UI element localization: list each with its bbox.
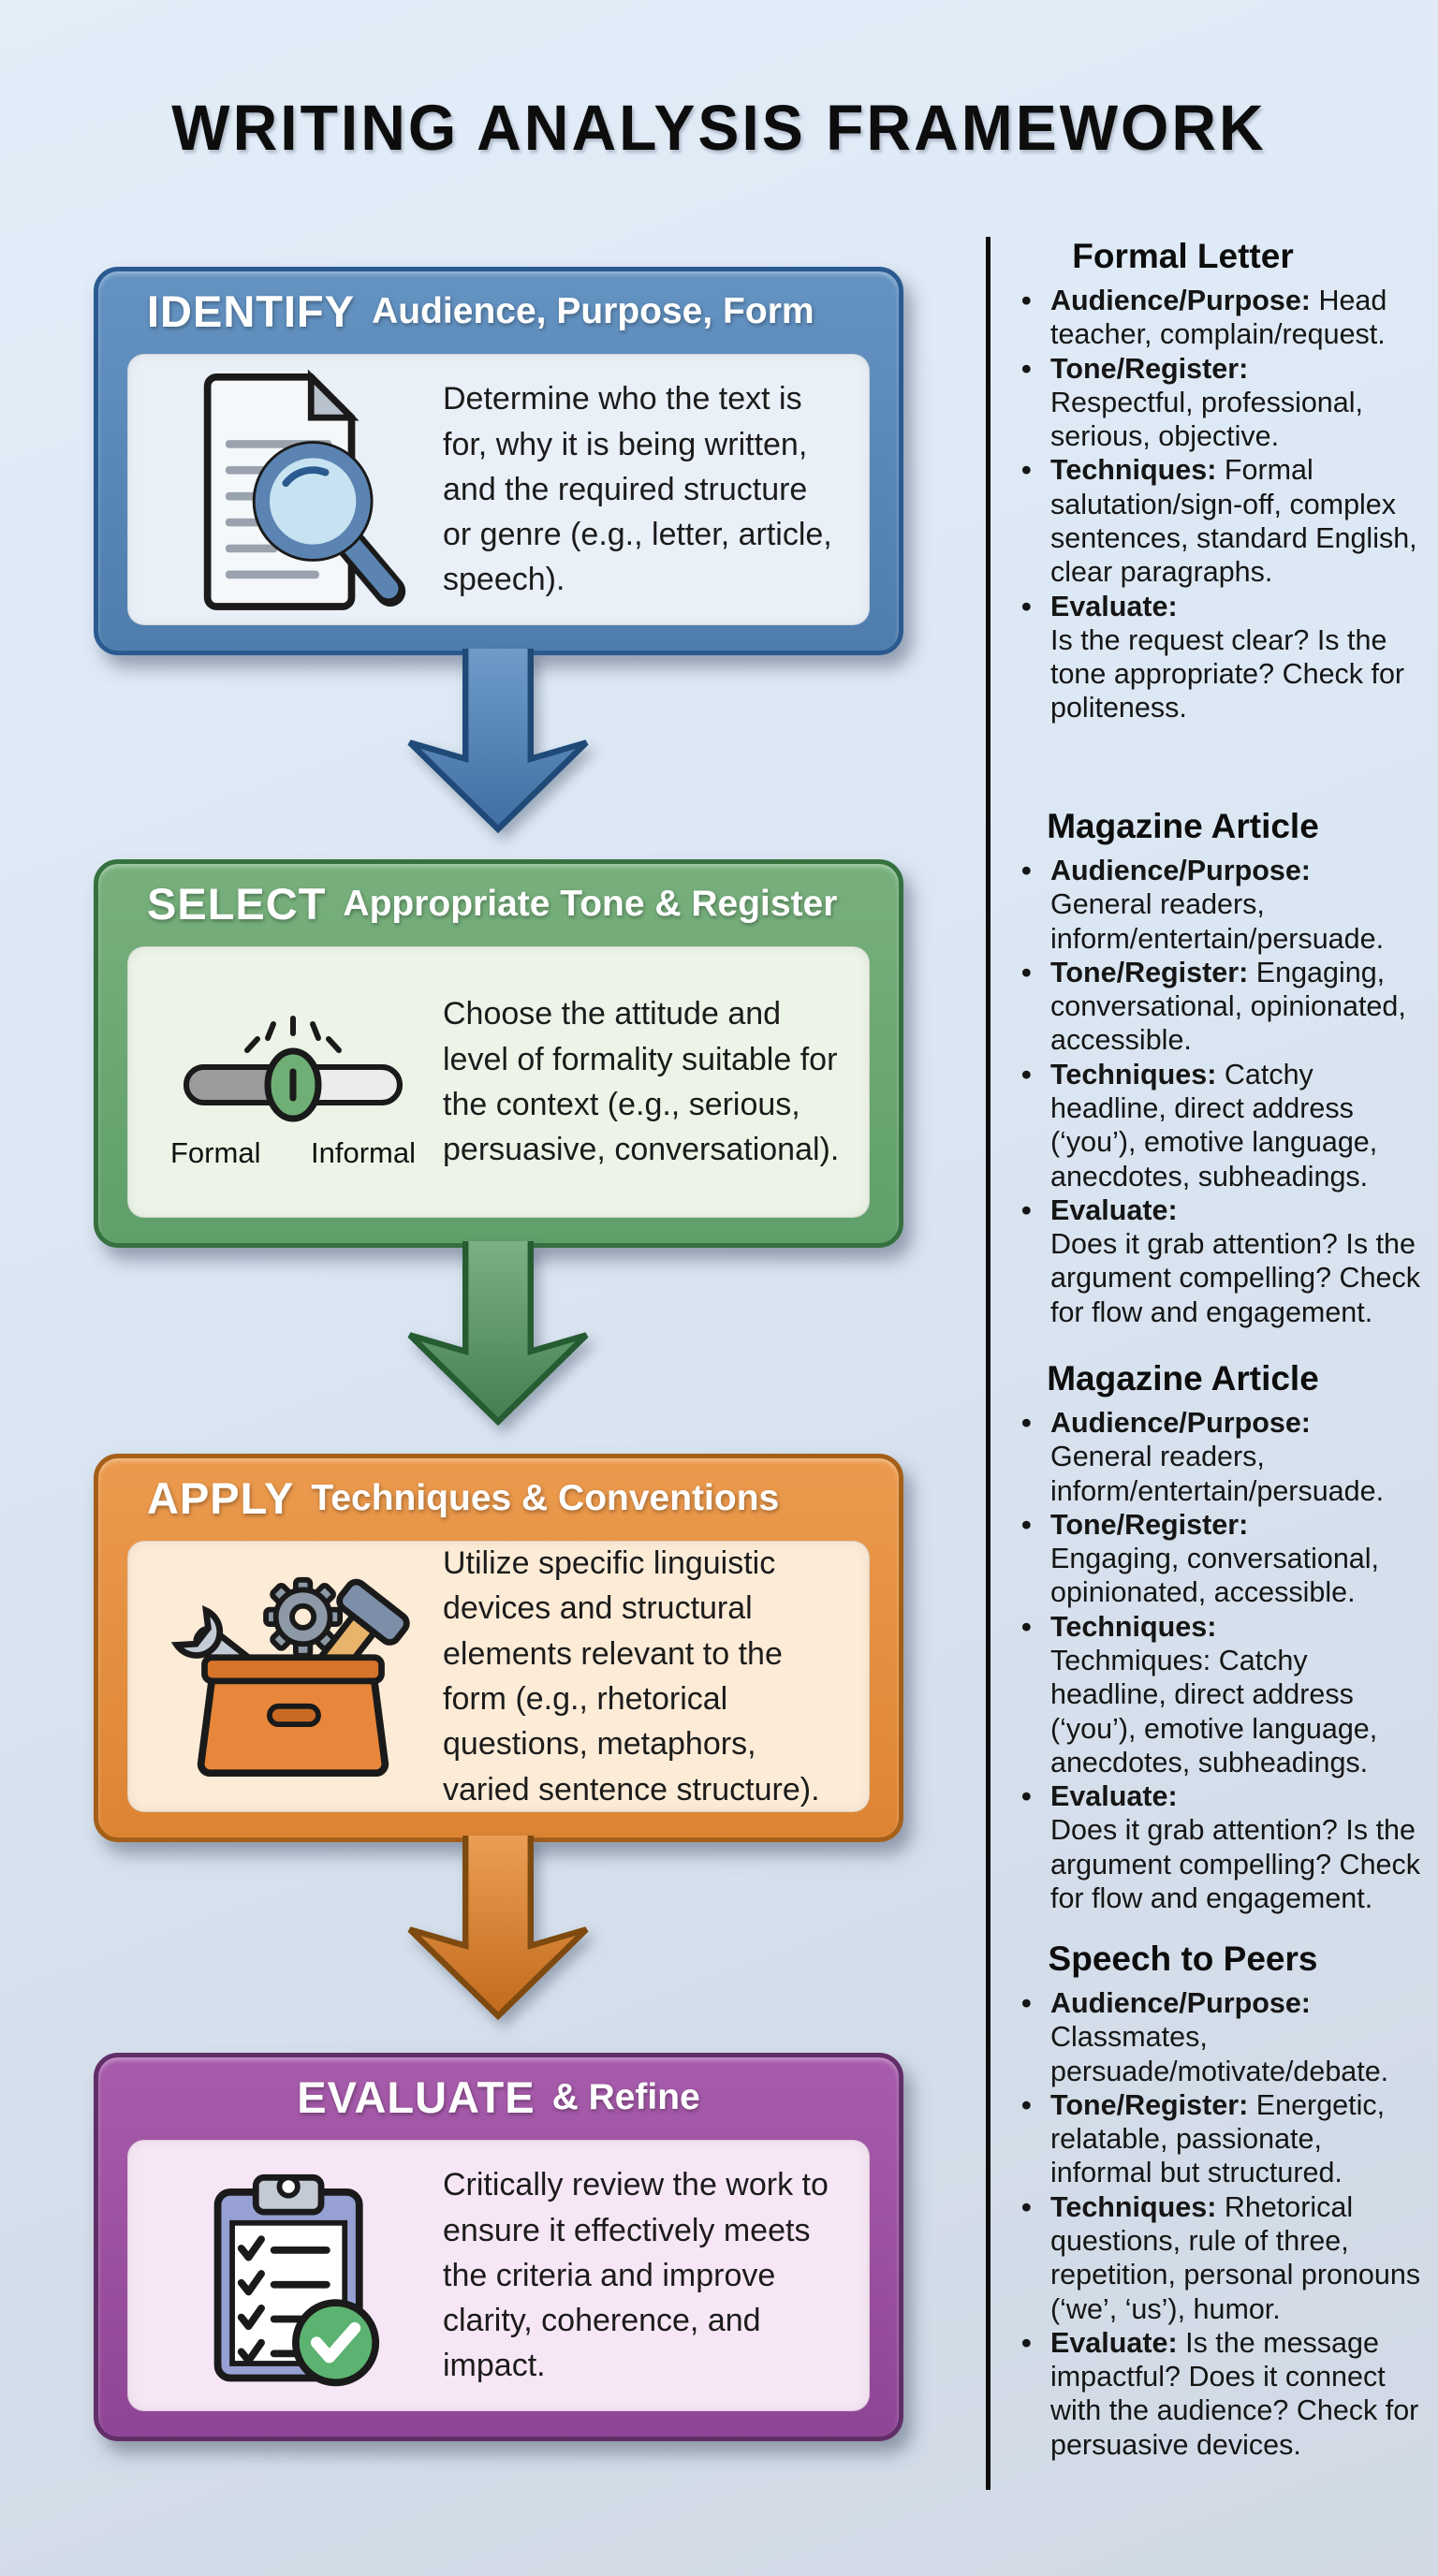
bullet-text: Energetic, relatable, passionate, inform… <box>1050 2088 1386 2189</box>
bullet-item: Techniques: Catchy headline, direct addr… <box>1017 1058 1429 1193</box>
bullet-item: Techniques: Rhetorical questions, rule o… <box>1017 2190 1429 2326</box>
bullet-text: Does it grab attention? Is the argument … <box>1050 1814 1421 1914</box>
bullet-label: Audience/Purpose: <box>1050 285 1311 316</box>
bullet-label: Evaluate: <box>1050 1193 1178 1226</box>
toggle-label-formal: Formal <box>170 1136 261 1169</box>
bullet-item: Audience/Purpose: General readers, infor… <box>1017 854 1429 956</box>
step-keyword: EVALUATE <box>297 2072 536 2122</box>
step-panel-evaluate: Critically review the work to ensure it … <box>127 2140 870 2411</box>
bullet-label: Audience/Purpose: <box>1050 1407 1311 1439</box>
toggle-labels: Formal Informal <box>170 1136 416 1170</box>
bullet-text: Does it grab attention? Is the argument … <box>1050 1228 1421 1328</box>
bullet-label: Audience/Purpose: <box>1050 1987 1311 2019</box>
bullet-item: Tone/Register: Respectful, professional,… <box>1017 352 1429 454</box>
bullet-label: Tone/Register: <box>1050 1508 1249 1541</box>
tone-toggle-icon: Formal Informal <box>153 994 433 1170</box>
step-box-identify: IDENTIFY Audience, Purpose, Form <box>94 267 903 655</box>
flow-arrow-down-blue <box>407 649 589 834</box>
toolbox-icon <box>153 1559 433 1793</box>
bullet-text: Rhetorical questions, rule of three, rep… <box>1050 2190 1421 2325</box>
step-subtitle: & Refine <box>551 2076 700 2117</box>
bullet-item: Techniques: Formal salutation/sign-off, … <box>1017 453 1429 589</box>
example-magazine-article-1: Magazine Article Audience/Purpose: Gener… <box>1017 807 1429 1329</box>
step-panel-select: Formal Informal Choose the attitude and … <box>127 946 870 1218</box>
bullet-label: Evaluate: <box>1050 590 1178 622</box>
bullet-text: Techmiques: Catchy headline, direct addr… <box>1050 1644 1378 1778</box>
step-subtitle: Appropriate Tone & Register <box>343 883 838 924</box>
document-magnifier-icon <box>153 364 433 615</box>
step-header-identify: IDENTIFY Audience, Purpose, Form <box>98 271 899 351</box>
bullet-text: General readers, inform/entertain/persua… <box>1050 1441 1385 1507</box>
bullet-item: Tone/Register: Engaging, conversational,… <box>1017 1508 1429 1610</box>
bullet-item: Audience/Purpose: Head teacher, complain… <box>1017 284 1429 352</box>
bullet-text: General readers, inform/entertain/persua… <box>1050 888 1385 955</box>
step-header-evaluate: EVALUATE & Refine <box>98 2057 899 2137</box>
example-formal-letter: Formal Letter Audience/Purpose: Head tea… <box>1017 237 1429 725</box>
bullet-item: Audience/Purpose: Classmates, persuade/m… <box>1017 1986 1429 2088</box>
flow-arrow-down-green <box>407 1241 589 1427</box>
bullet-label: Evaluate: <box>1050 1780 1178 1813</box>
step-description: Utilize specific linguistic devices and … <box>443 1545 820 1808</box>
bullet-label: Tone/Register: <box>1050 352 1249 385</box>
bullet-item: Evaluate: Is the request clear? Is the t… <box>1017 590 1429 725</box>
example-speech-to-peers: Speech to Peers Audience/Purpose: Classm… <box>1017 1939 1429 2462</box>
step-keyword: APPLY <box>147 1473 295 1523</box>
example-title: Magazine Article <box>1047 1359 1319 1398</box>
bullet-text: Classmates, persuade/motivate/debate. <box>1050 2021 1389 2087</box>
step-box-select: SELECT Appropriate Tone & Register For <box>94 859 903 1248</box>
bullet-label: Audience/Purpose: <box>1050 855 1311 886</box>
step-subtitle: Audience, Purpose, Form <box>372 290 814 331</box>
flow-arrow-down-orange <box>407 1836 589 2021</box>
bullet-label: Techniques: <box>1050 1058 1217 1090</box>
bullet-text: Head teacher, complain/request. <box>1050 285 1387 351</box>
step-subtitle: Techniques & Conventions <box>311 1477 780 1518</box>
step-box-evaluate: EVALUATE & Refine <box>94 2053 903 2441</box>
step-description: Choose the attitude and level of formali… <box>443 996 840 1168</box>
bullet-item: Techniques: Techmiques: Catchy headline,… <box>1017 1610 1429 1779</box>
bullet-item: Tone/Register: Engaging, conversational,… <box>1017 956 1429 1058</box>
bullet-label: Techniques: <box>1050 1610 1217 1643</box>
toggle-label-informal: Informal <box>311 1136 416 1169</box>
example-title: Speech to Peers <box>1048 1939 1318 1978</box>
step-keyword: IDENTIFY <box>147 286 356 336</box>
step-header-apply: APPLY Techniques & Conventions <box>98 1458 899 1538</box>
example-title: Formal Letter <box>1072 237 1294 275</box>
bullet-label: Tone/Register: <box>1050 2088 1249 2121</box>
bullet-text: Engaging, conversational, opinionated, a… <box>1050 1543 1379 1609</box>
example-magazine-article-2: Magazine Article Audience/Purpose: Gener… <box>1017 1359 1429 1915</box>
step-header-select: SELECT Appropriate Tone & Register <box>98 864 899 944</box>
vertical-divider <box>986 237 990 2490</box>
step-description: Determine who the text is for, why it is… <box>443 381 832 598</box>
bullet-label: Tone/Register: <box>1050 956 1249 988</box>
bullet-text: Formal salutation/sign-off, complex sent… <box>1050 454 1417 589</box>
bullet-label: Techniques: <box>1050 454 1217 487</box>
bullet-label: Techniques: <box>1050 2190 1217 2223</box>
bullet-item: Evaluate: Is the message impactful? Does… <box>1017 2326 1429 2462</box>
step-keyword: SELECT <box>147 879 327 929</box>
step-description: Critically review the work to ensure it … <box>443 2167 829 2384</box>
bullet-text: Is the message impactful? Does it connec… <box>1050 2326 1419 2461</box>
example-title: Magazine Article <box>1047 807 1319 845</box>
step-panel-apply: Utilize specific linguistic devices and … <box>127 1541 870 1812</box>
bullet-item: Tone/Register: Energetic, relatable, pas… <box>1017 2088 1429 2190</box>
bullet-item: Audience/Purpose: General readers, infor… <box>1017 1406 1429 1508</box>
bullet-item: Evaluate: Does it grab attention? Is the… <box>1017 1193 1429 1329</box>
bullet-text: Engaging, conversational, opinionated, a… <box>1050 956 1406 1057</box>
bullet-text: Catchy headline, direct address (‘you’),… <box>1050 1058 1378 1193</box>
bullet-label: Evaluate: <box>1050 2326 1178 2359</box>
clipboard-check-icon <box>153 2158 433 2393</box>
bullet-text: Respectful, professional, serious, objec… <box>1050 386 1363 453</box>
bullet-item: Evaluate: Does it grab attention? Is the… <box>1017 1779 1429 1915</box>
step-box-apply: APPLY Techniques & Conventions <box>94 1454 903 1842</box>
step-panel-identify: Determine who the text is for, why it is… <box>127 354 870 625</box>
bullet-text: Is the request clear? Is the tone approp… <box>1050 623 1405 724</box>
page-title: WRITING ANALYSIS FRAMEWORK <box>171 91 1267 164</box>
